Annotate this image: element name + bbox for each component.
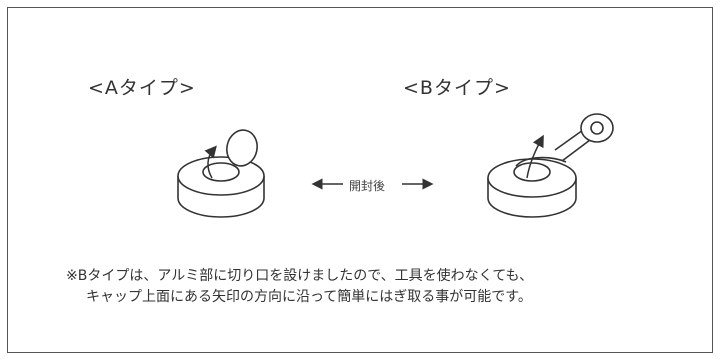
explanation-note: ※Bタイプは、アルミ部に切り口を設けましたので、工具を使わなくても、 キャップ上… [66, 266, 533, 308]
type-b-cap-inner [513, 162, 551, 182]
type-b-label: <Bタイプ> [403, 77, 511, 99]
type-a-label: <Aタイプ> [88, 77, 196, 99]
type-a-cap [177, 129, 265, 218]
note-line-1: ※Bタイプは、アルミ部に切り口を設けましたので、工具を使わなくても、 [66, 268, 534, 284]
type-a-tab [226, 129, 258, 167]
after-opening-label: 開封後 [349, 179, 386, 193]
type-b-cap [487, 113, 614, 218]
type-a-arrow [204, 145, 217, 179]
note-line-2: キャップ上面にある矢印の方向に沿って簡単にはぎ取る事が可能です。 [86, 289, 532, 305]
type-b-ring-hole [590, 121, 604, 135]
type-b-arrow [526, 134, 544, 179]
figure-frame [7, 7, 713, 353]
type-b-tab-strip [554, 129, 591, 162]
